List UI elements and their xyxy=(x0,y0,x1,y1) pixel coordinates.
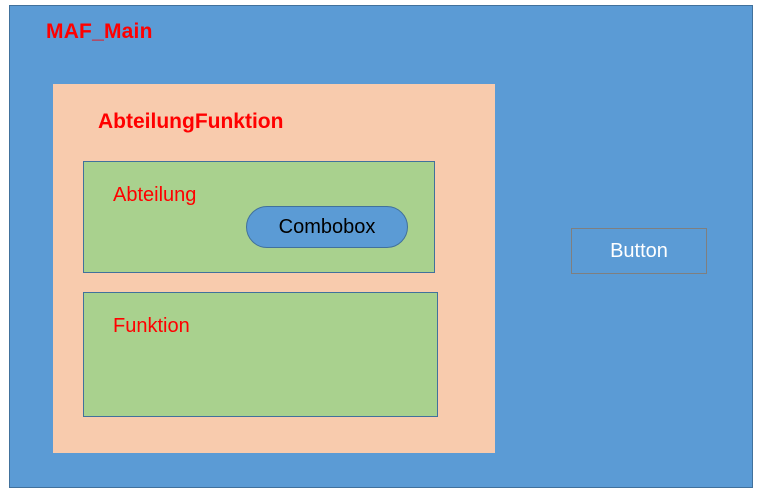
sub-panel-funktion[interactable]: Funktion xyxy=(83,292,438,417)
combobox-abteilung[interactable]: Combobox xyxy=(246,206,408,248)
sub-panel-abteilung-title: Abteilung xyxy=(113,184,197,206)
sub-panel-funktion-title: Funktion xyxy=(113,315,190,337)
action-button-label: Button xyxy=(610,239,668,262)
combobox-label: Combobox xyxy=(278,215,376,238)
main-panel-title: MAF_Main xyxy=(46,20,153,43)
group-panel-abteilungfunktion[interactable]: AbteilungFunktion Abteilung Combobox Fun… xyxy=(53,84,495,453)
group-panel-title: AbteilungFunktion xyxy=(98,110,284,133)
sub-panel-abteilung[interactable]: Abteilung Combobox xyxy=(83,161,435,273)
main-panel-maf-main[interactable]: MAF_Main AbteilungFunktion Abteilung Com… xyxy=(9,5,753,488)
action-button[interactable]: Button xyxy=(571,228,707,274)
